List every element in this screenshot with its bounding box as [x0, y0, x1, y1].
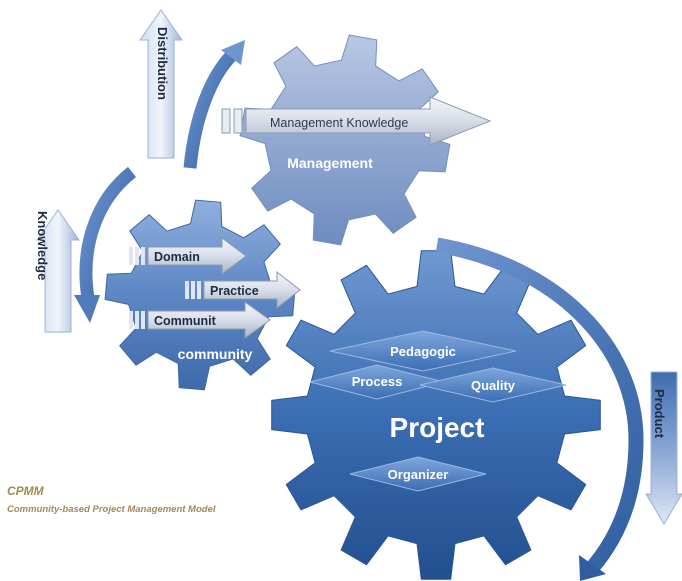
product-label: Product	[652, 389, 667, 439]
management-gear: Management	[239, 34, 451, 246]
process-diamond: Process	[309, 364, 445, 400]
curved-arrow-right	[435, 237, 644, 581]
community-arrow-label: Communit	[154, 314, 217, 328]
pedagogic-diamond: Pedagogic	[329, 330, 517, 372]
curved-arrow-left	[74, 166, 137, 323]
practice-label: Practice	[210, 284, 259, 298]
product-arrow: Product	[645, 371, 682, 525]
quality-label: Quality	[471, 378, 516, 393]
caption-title: CPMM	[7, 484, 44, 498]
community-gear-label: community	[178, 346, 253, 362]
organizer-diamond: Organizer	[349, 456, 487, 492]
distribution-label: Distribution	[155, 27, 170, 100]
caption-subtitle: Community-based Project Management Model	[7, 504, 216, 515]
organizer-label: Organizer	[388, 467, 449, 482]
process-label: Process	[352, 374, 403, 389]
curved-arrow-top	[183, 40, 245, 169]
management-gear-label: Management	[287, 155, 373, 171]
knowledge-label: Knowledge	[35, 211, 50, 280]
quality-diamond: Quality	[419, 367, 567, 403]
domain-arrow: Domain	[129, 237, 247, 275]
management-knowledge-label: Management Knowledge	[270, 116, 408, 130]
project-gear: Project	[271, 250, 601, 580]
project-gear-label: Project	[390, 412, 485, 443]
pedagogic-label: Pedagogic	[390, 344, 456, 359]
management-knowledge-arrow: Management Knowledge	[221, 96, 492, 146]
community-arrow: Communit	[129, 301, 271, 339]
practice-arrow: Practice	[185, 270, 301, 310]
domain-label: Domain	[154, 250, 200, 264]
knowledge-arrow: Knowledge	[35, 209, 80, 333]
distribution-arrow: Distribution	[139, 9, 183, 159]
